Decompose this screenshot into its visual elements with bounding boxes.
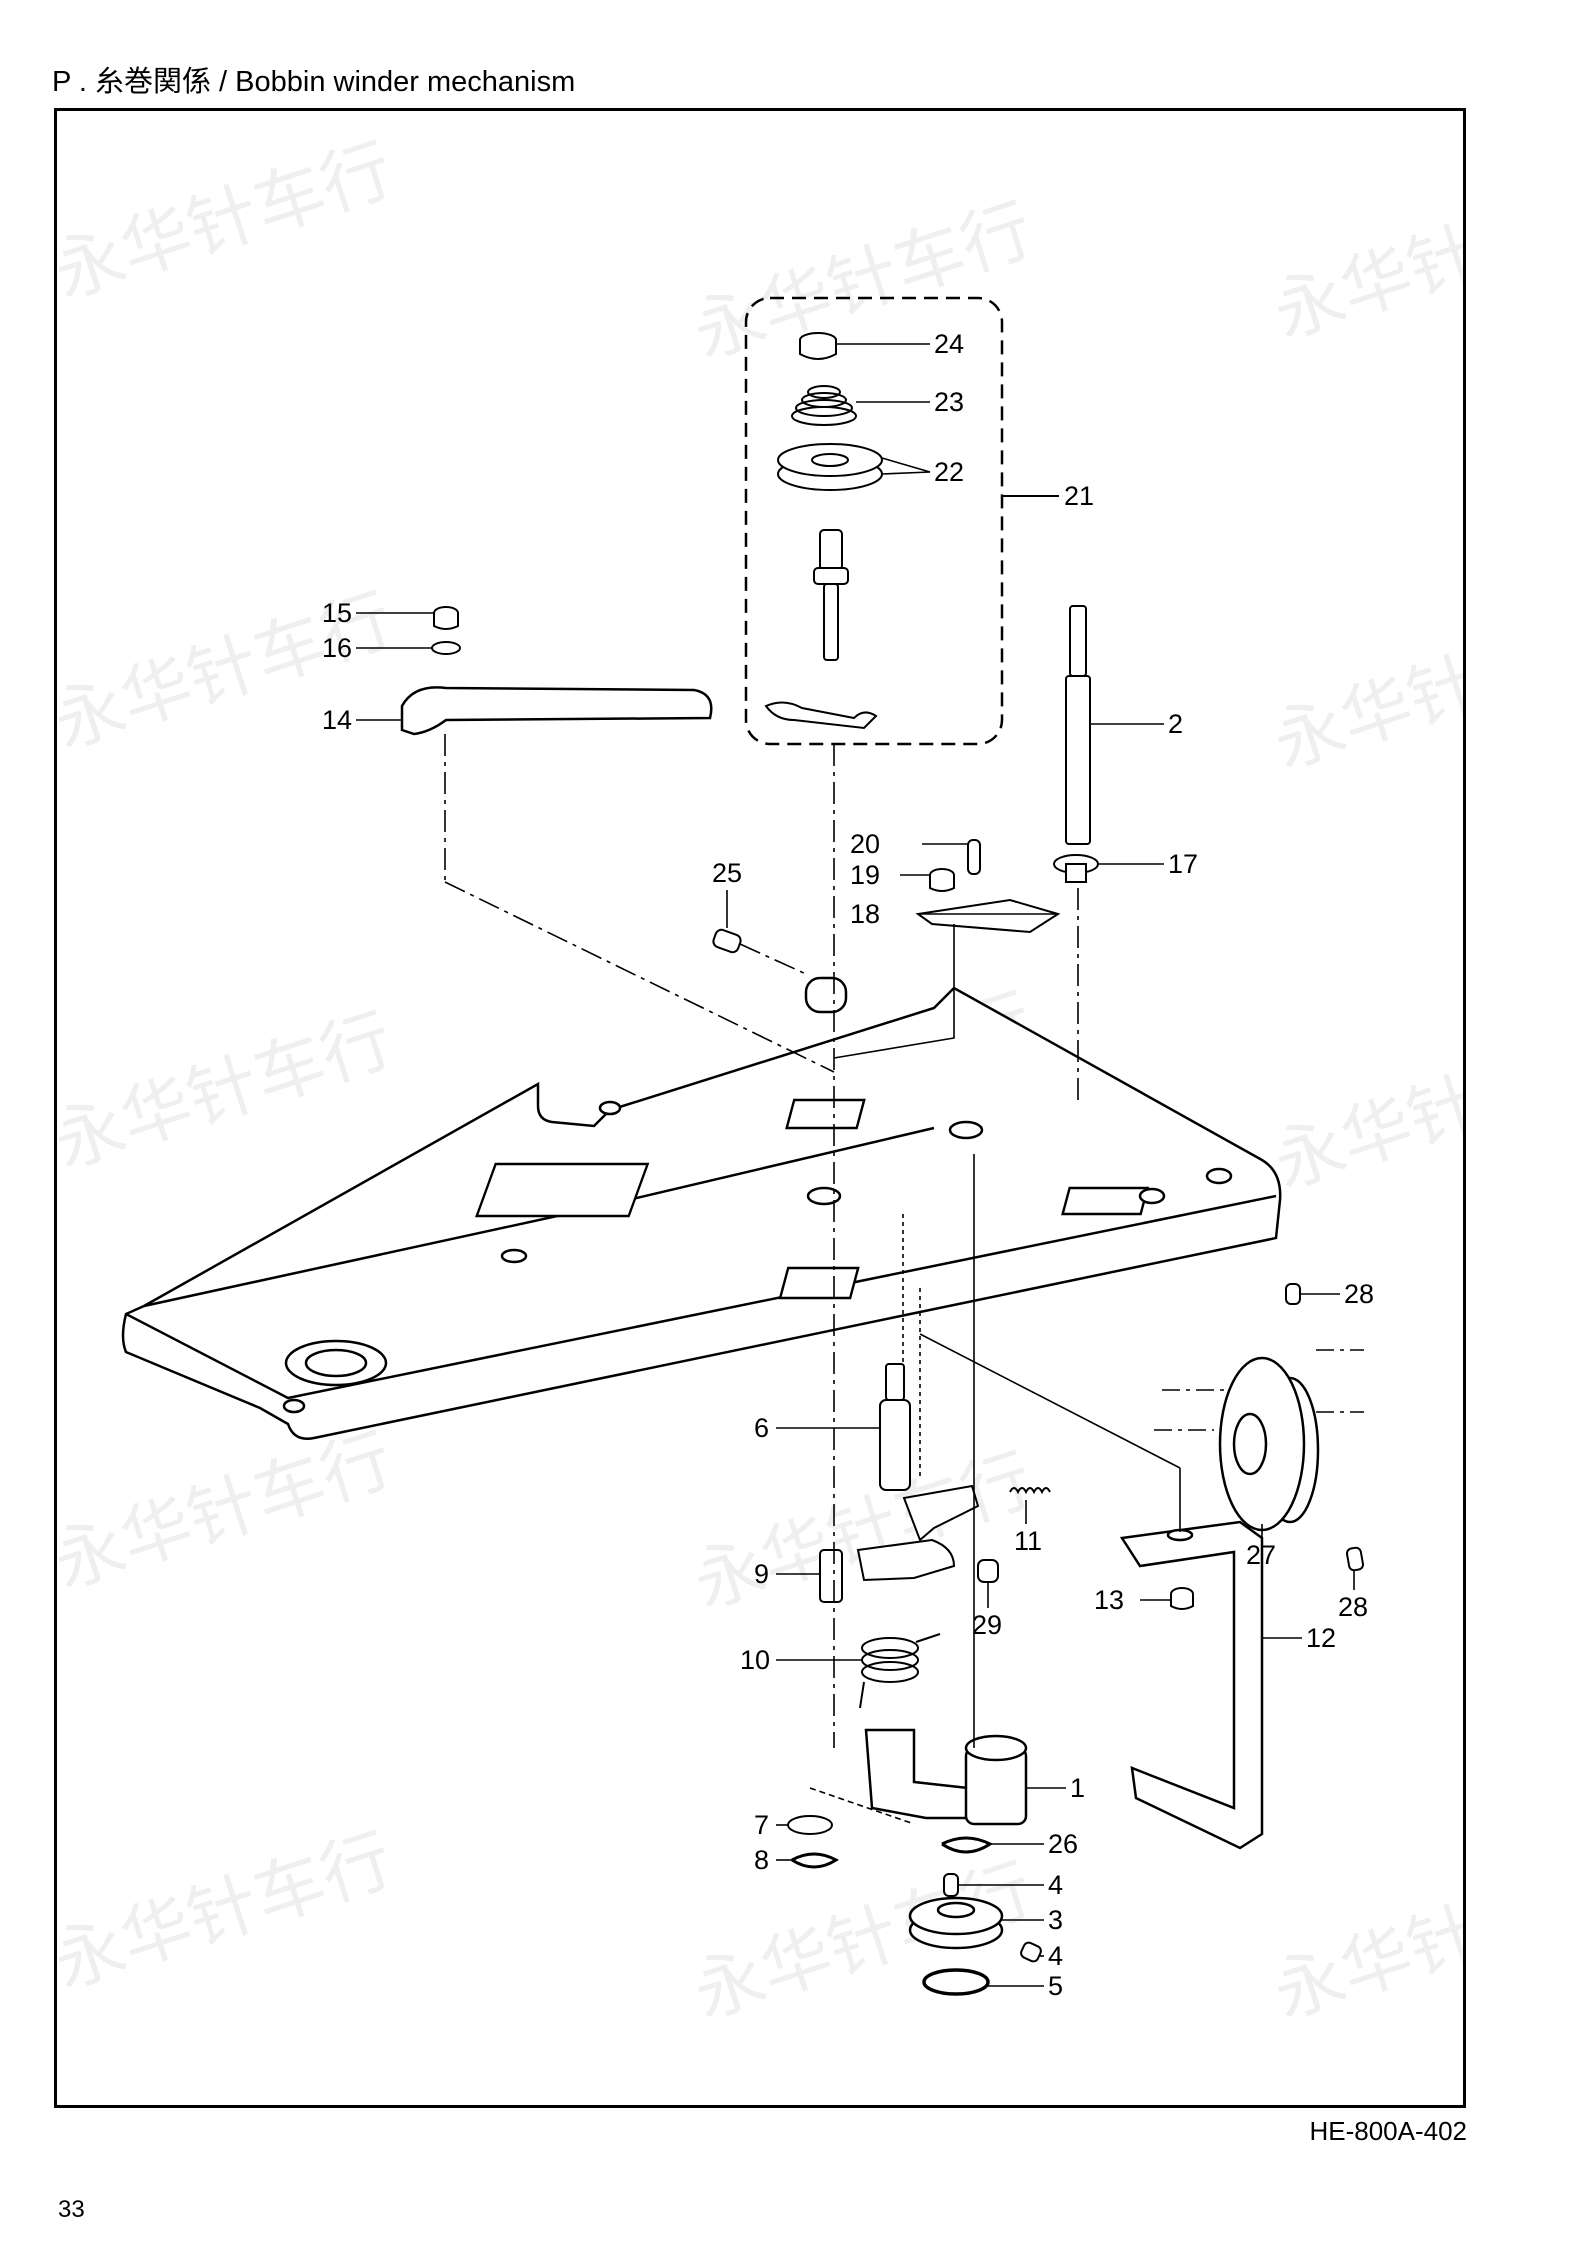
part-1-bracket (864, 1728, 1028, 1826)
callout-3: 3 (1048, 1905, 1063, 1935)
part-15-screw (433, 606, 459, 630)
svg-text:永华针车行: 永华针车行 (684, 188, 1042, 374)
part-13-screw (1170, 1587, 1194, 1610)
part-5-oring (922, 1968, 990, 1996)
part-22-discs (777, 443, 883, 491)
callout-19: 19 (850, 860, 880, 890)
callout-6: 6 (754, 1413, 769, 1443)
callout-7: 7 (754, 1810, 769, 1840)
callout-21: 21 (1064, 481, 1094, 511)
page-title: P . 糸巻関係 / Bobbin winder mechanism (52, 66, 576, 98)
part-21-shaft (764, 529, 878, 730)
exploded-parts-diagram: 永华针车行 永华针车行 永华针车行 永华针车行 永华针车行 永华针车行 永华针车… (54, 128, 1466, 2034)
part-27-pulley (1218, 1356, 1320, 1532)
callout-28-bottom: 28 (1338, 1592, 1368, 1622)
part-25-setscrew (712, 928, 742, 954)
callout-13: 13 (1094, 1585, 1124, 1615)
callout-9: 9 (754, 1559, 769, 1589)
part-11-spring (1009, 1487, 1051, 1495)
page-number: 33 (58, 2196, 85, 2223)
svg-text:永华针车行: 永华针车行 (1264, 598, 1466, 784)
svg-text:永华针车行: 永华针车行 (1264, 1018, 1466, 1204)
part-16-washer (431, 641, 461, 655)
callout-2: 2 (1168, 709, 1183, 739)
part-20-pin (967, 839, 981, 875)
part-10-spring (859, 1633, 941, 1709)
callout-5: 5 (1048, 1971, 1063, 2001)
part-4-setscrew-lower (1020, 1941, 1042, 1963)
callout-29: 29 (972, 1610, 1002, 1640)
part-28-setscrew-top (1285, 1283, 1301, 1305)
callout-8: 8 (754, 1845, 769, 1875)
part-18-plate (915, 898, 1061, 934)
leader-lines (356, 343, 1355, 1987)
callouts: 24 23 22 21 15 16 14 2 20 19 17 18 25 28… (322, 329, 1374, 2001)
callout-1: 1 (1070, 1773, 1085, 1803)
assembly-lines (444, 734, 1364, 1825)
part-26-eclip (941, 1836, 993, 1854)
part-8-eclip (791, 1852, 839, 1869)
part-17-bushing (1053, 854, 1099, 883)
part-14-lever (400, 686, 713, 736)
part-23-spring (791, 385, 857, 426)
callout-18: 18 (850, 899, 880, 929)
callout-27: 27 (1246, 1540, 1276, 1570)
part-6-stud (879, 1363, 911, 1491)
callout-17: 17 (1168, 849, 1198, 879)
callout-23: 23 (934, 387, 964, 417)
callout-20: 20 (850, 829, 880, 859)
callout-24: 24 (934, 329, 964, 359)
callout-25: 25 (712, 858, 742, 888)
svg-text:永华针车行: 永华针车行 (1264, 1848, 1466, 2034)
diagram-frame (54, 108, 1466, 2108)
part-2-shaft (1065, 605, 1091, 845)
callout-15: 15 (322, 598, 352, 628)
part-3-pulley (908, 1896, 1004, 1950)
part-7-washer (787, 1815, 833, 1835)
part-9-lever (819, 1484, 980, 1603)
callout-16: 16 (322, 633, 352, 663)
callout-4-lower: 4 (1048, 1941, 1063, 1971)
part-12-bracket (1119, 1520, 1264, 1850)
callout-28-top: 28 (1344, 1279, 1374, 1309)
assembly-box-21 (744, 296, 1004, 746)
callout-4-upper: 4 (1048, 1870, 1063, 1900)
part-19-screw (929, 868, 955, 892)
svg-text:永华针车行: 永华针车行 (54, 998, 402, 1184)
model-code: HE-800A-402 (1309, 2116, 1467, 2146)
part-28-setscrew-bottom (1345, 1546, 1365, 1572)
svg-text:永华针车行: 永华针车行 (1264, 168, 1466, 354)
callout-11: 11 (1014, 1526, 1042, 1556)
svg-text:永华针车行: 永华针车行 (54, 128, 402, 314)
part-24-nut (799, 332, 837, 360)
callout-22: 22 (934, 457, 964, 487)
svg-text:永华针车行: 永华针车行 (54, 1818, 402, 2004)
part-4-setscrew-upper (943, 1873, 959, 1897)
callout-14: 14 (322, 705, 352, 735)
base-plate (121, 976, 1282, 1440)
callout-26: 26 (1048, 1829, 1078, 1859)
svg-text:永华针车行: 永华针车行 (54, 1418, 402, 1604)
part-29-pin (977, 1559, 999, 1583)
callout-12: 12 (1306, 1623, 1336, 1653)
callout-10: 10 (740, 1645, 770, 1675)
